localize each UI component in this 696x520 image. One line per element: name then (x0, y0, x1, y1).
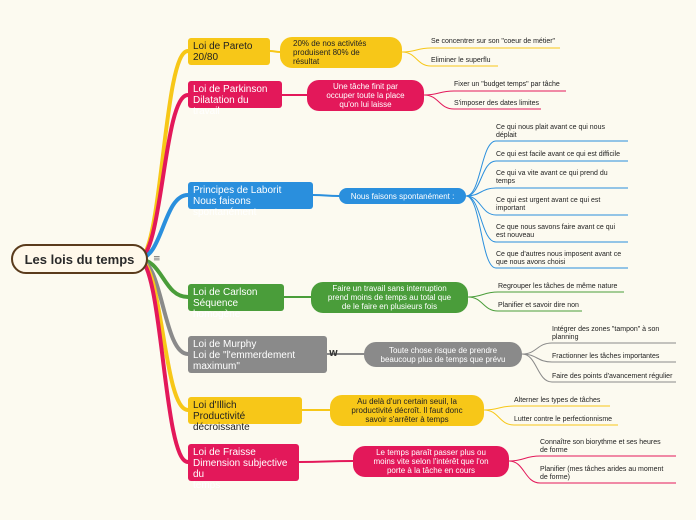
mid-topic-pareto[interactable]: 20% de nos activités produisent 80% de r… (280, 37, 402, 68)
mid-topic-carlson[interactable]: Faire un travail sans interruption prend… (311, 282, 468, 313)
branch-fraisse[interactable]: Loi de Fraisse Dimension subjective du t… (188, 444, 299, 491)
leaf-murphy-2[interactable]: Fractionner les tâches importantes (552, 353, 660, 360)
leaf-laborit-6[interactable]: Ce que d'autres nous imposent avant ce q… (496, 251, 622, 266)
mid-topic-murphy[interactable]: Toute chose risque de prendre beaucoup p… (364, 342, 522, 367)
notes-icon[interactable]: ≡ (153, 254, 161, 264)
leaf-link-0-0 (401, 47, 432, 53)
root-link-6 (136, 257, 190, 464)
leaf-laborit-2[interactable]: Ce qui est facile avant ce qui est diffi… (496, 151, 620, 158)
leaf-link-2-2 (465, 187, 497, 197)
leaf-laborit-3[interactable]: Ce qui va vite avant ce qui prend du tem… (496, 170, 608, 185)
root-topic[interactable]: Les lois du temps (11, 244, 148, 274)
branch-parkinson[interactable]: Loi de Parkinson Dilatation du travail (188, 81, 282, 117)
root-link-1 (136, 93, 190, 261)
leaf-murphy-3[interactable]: Faire des points d'avancement régulier (552, 373, 673, 380)
leaf-link-1-0 (423, 90, 455, 96)
branch-link-0 (269, 50, 281, 53)
mid-topic-illich[interactable]: Au delà d'un certain seuil, la productiv… (330, 395, 484, 426)
mid-topic-parkinson[interactable]: Une tâche finit par occuper toute la pla… (307, 80, 424, 111)
leaf-laborit-4[interactable]: Ce qui est urgent avant ce qui est impor… (496, 197, 601, 212)
leaf-link-3-0 (467, 291, 499, 298)
leaf-parkinson-2[interactable]: S'imposer des dates limites (454, 100, 539, 107)
leaf-illich-1[interactable]: Alterner les types de tâches (514, 397, 601, 404)
branch-link-2 (312, 194, 340, 197)
leaf-carlson-2[interactable]: Planifier et savoir dire non (498, 302, 579, 309)
leaf-link-4-2 (521, 353, 553, 383)
leaf-link-5-1 (483, 409, 515, 426)
branch-link-6 (298, 460, 354, 463)
branch-laborit[interactable]: Principes de Laborit Nous faisons sponta… (188, 182, 313, 218)
leaf-link-2-4 (465, 195, 497, 243)
branch-carlson[interactable]: Loi de Carlson Séquence homogène (188, 284, 284, 320)
leaf-fraisse-1[interactable]: Connaître son biorythme et ses heures de… (540, 439, 661, 454)
root-title: Les lois du temps (24, 251, 135, 267)
branch-pareto[interactable]: Loi de Pareto 20/80 (188, 38, 270, 65)
leaf-link-6-0 (508, 455, 541, 462)
leaf-link-1-1 (423, 94, 455, 110)
leaf-link-0-1 (401, 51, 432, 67)
leaf-link-2-0 (465, 140, 497, 197)
branch-murphy[interactable]: Loi de Murphy Loi de "l'emmerdement maxi… (188, 336, 327, 373)
leaf-illich-2[interactable]: Lutter contre le perfectionnisme (514, 416, 613, 423)
leaf-link-2-5 (465, 195, 497, 269)
leaf-pareto-1[interactable]: Se concentrer sur son "coeur de métier" (431, 38, 556, 45)
leaf-parkinson-1[interactable]: Fixer un "budget temps" par tâche (454, 81, 560, 88)
root-link-5 (136, 257, 190, 412)
leaf-link-6-1 (508, 460, 541, 484)
leaf-link-5-0 (483, 405, 515, 411)
leaf-pareto-2[interactable]: Eliminer le superflu (431, 57, 491, 64)
mid-topic-fraisse[interactable]: Le temps paraît passer plus ou moins vit… (353, 446, 509, 477)
leaf-fraisse-2[interactable]: Planifier (mes tâches arides au moment d… (540, 466, 664, 481)
branch-illich[interactable]: Loi d'Illich Productivité décroissante (188, 397, 302, 433)
leaf-link-3-1 (467, 296, 499, 312)
wiki-icon[interactable]: W (329, 349, 338, 358)
leaf-laborit-1[interactable]: Ce qui nous plait avant ce qui nous dépl… (496, 124, 605, 139)
leaf-carlson-1[interactable]: Regrouper les tâches de même nature (498, 283, 618, 290)
leaf-murphy-1[interactable]: Intégrer des zones "tampon" à son planni… (552, 326, 660, 341)
mid-topic-laborit[interactable]: Nous faisons spontanément : (339, 188, 466, 204)
leaf-link-2-1 (465, 160, 497, 197)
leaf-laborit-5[interactable]: Ce que nous savons faire avant ce qui es… (496, 224, 616, 239)
leaf-link-4-0 (521, 342, 553, 355)
